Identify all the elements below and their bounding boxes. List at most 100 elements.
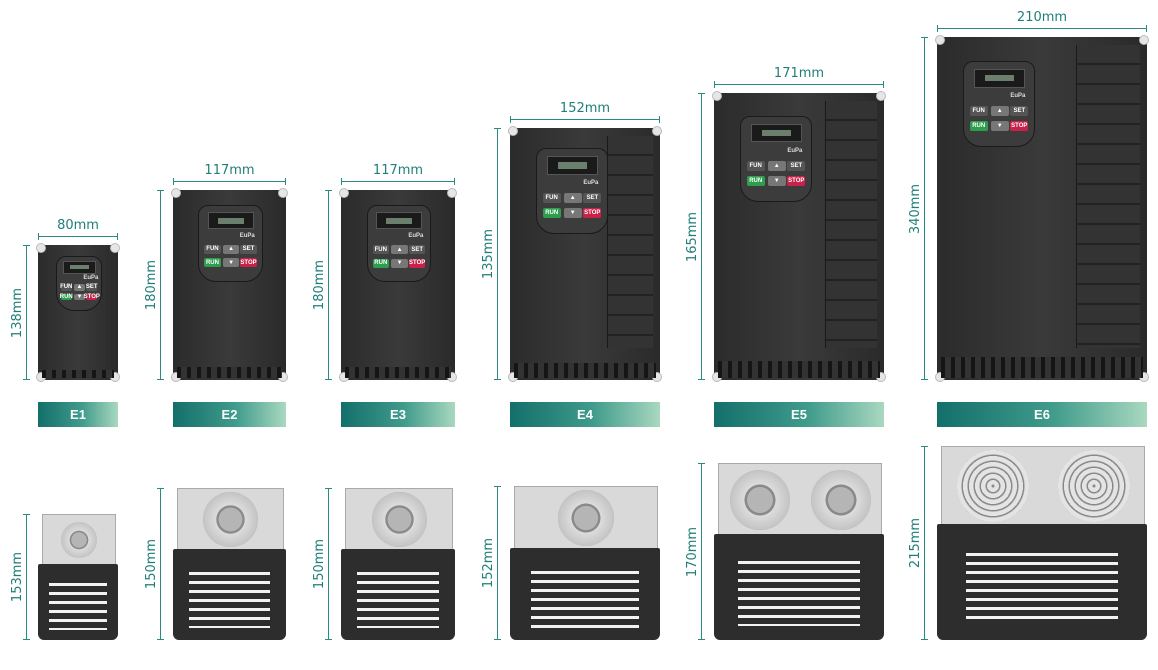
run-button[interactable]: RUN <box>204 258 221 268</box>
stop-button[interactable]: STOP <box>787 175 806 186</box>
model-label: E4 <box>510 402 660 427</box>
down-arrow-button[interactable]: ▼ <box>223 258 240 268</box>
stop-button[interactable]: STOP <box>1010 120 1029 131</box>
fun-button[interactable]: FUN <box>542 192 561 203</box>
set-button[interactable]: SET <box>787 160 806 171</box>
brand-logo: EuPa <box>83 274 99 281</box>
stop-button[interactable]: STOP <box>83 293 100 301</box>
run-button[interactable]: RUN <box>542 207 561 219</box>
bottom-vents <box>941 357 1143 378</box>
up-arrow-button[interactable]: ▲ <box>563 192 582 203</box>
set-button[interactable]: SET <box>240 244 257 254</box>
height-dimension-line <box>157 190 164 380</box>
height-dimension-line <box>698 93 705 380</box>
height-label: 180mm <box>312 259 327 311</box>
brand-logo: EuPa <box>239 233 255 239</box>
depth-dimension-line <box>494 486 501 640</box>
stop-button[interactable]: STOP <box>409 258 426 268</box>
cooling-fan-icon <box>558 490 614 546</box>
drive-bottom-view <box>38 564 118 640</box>
drive-bottom-view <box>714 534 884 640</box>
mounting-hole-icon <box>1139 35 1149 45</box>
width-dimension-line <box>937 25 1147 32</box>
vent-grille <box>966 553 1118 625</box>
vent-grille <box>737 560 861 627</box>
width-label: 171mm <box>773 66 825 81</box>
up-arrow-button[interactable]: ▲ <box>223 244 240 254</box>
cooling-fan-icon <box>1057 450 1130 522</box>
mounting-hole-icon <box>652 126 662 136</box>
heatsink-fins <box>1076 45 1140 348</box>
down-arrow-button[interactable]: ▼ <box>563 207 582 219</box>
cooling-fan-icon <box>956 450 1029 522</box>
up-arrow-button[interactable]: ▲ <box>73 284 86 291</box>
width-dimension-line <box>510 116 660 123</box>
mounting-hole-icon <box>712 91 722 101</box>
width-label: 117mm <box>372 163 424 178</box>
width-dimension-line <box>173 178 286 185</box>
set-button[interactable]: SET <box>583 192 602 203</box>
stop-button[interactable]: STOP <box>240 258 257 268</box>
mounting-hole-icon <box>935 35 945 45</box>
brand-logo: EuPa <box>1010 92 1026 99</box>
down-arrow-button[interactable]: ▼ <box>767 175 786 186</box>
run-button[interactable]: RUN <box>59 293 73 301</box>
fun-button[interactable]: FUN <box>372 245 389 255</box>
depth-label: 150mm <box>312 538 327 590</box>
height-dimension-line <box>325 190 332 380</box>
bottom-vents <box>345 366 451 378</box>
model-label: E1 <box>38 402 118 427</box>
drive-bottom-view <box>510 548 660 640</box>
fun-button[interactable]: FUN <box>204 244 221 254</box>
stop-button[interactable]: STOP <box>583 207 602 219</box>
fan-housing <box>718 463 882 536</box>
depth-dimension-line <box>325 488 332 640</box>
fan-housing <box>177 488 284 551</box>
up-arrow-button[interactable]: ▲ <box>391 245 408 255</box>
depth-label: 153mm <box>10 551 25 603</box>
depth-label: 215mm <box>908 517 923 569</box>
set-button[interactable]: SET <box>1010 105 1029 116</box>
height-dimension-line <box>23 245 30 380</box>
fun-button[interactable]: FUN <box>969 105 988 116</box>
model-label: E5 <box>714 402 884 427</box>
fun-button[interactable]: FUN <box>746 160 765 171</box>
run-button[interactable]: RUN <box>969 120 988 131</box>
brand-logo: EuPa <box>787 147 803 154</box>
drive-bottom-view <box>341 549 455 640</box>
down-arrow-button[interactable]: ▼ <box>73 293 86 301</box>
cooling-fan-icon <box>810 469 871 530</box>
width-dimension-line <box>714 81 884 88</box>
height-label: 180mm <box>144 259 159 311</box>
height-dimension-line <box>494 128 501 380</box>
height-dimension-line <box>921 37 928 380</box>
run-button[interactable]: RUN <box>746 175 765 186</box>
model-label: E6 <box>937 402 1147 427</box>
set-button[interactable]: SET <box>85 284 98 291</box>
width-label: 210mm <box>1016 10 1068 25</box>
depth-dimension-line <box>921 446 928 640</box>
fan-housing <box>42 514 116 566</box>
lcd-display <box>546 155 598 175</box>
height-label: 135mm <box>481 228 496 280</box>
set-button[interactable]: SET <box>409 245 426 255</box>
down-arrow-button[interactable]: ▼ <box>990 120 1009 131</box>
depth-label: 152mm <box>481 537 496 589</box>
mounting-hole-icon <box>447 188 457 198</box>
fun-button[interactable]: FUN <box>60 284 73 291</box>
up-arrow-button[interactable]: ▲ <box>990 105 1009 116</box>
down-arrow-button[interactable]: ▼ <box>391 258 408 268</box>
up-arrow-button[interactable]: ▲ <box>767 160 786 171</box>
run-button[interactable]: RUN <box>372 258 389 268</box>
vent-grille <box>356 571 440 629</box>
